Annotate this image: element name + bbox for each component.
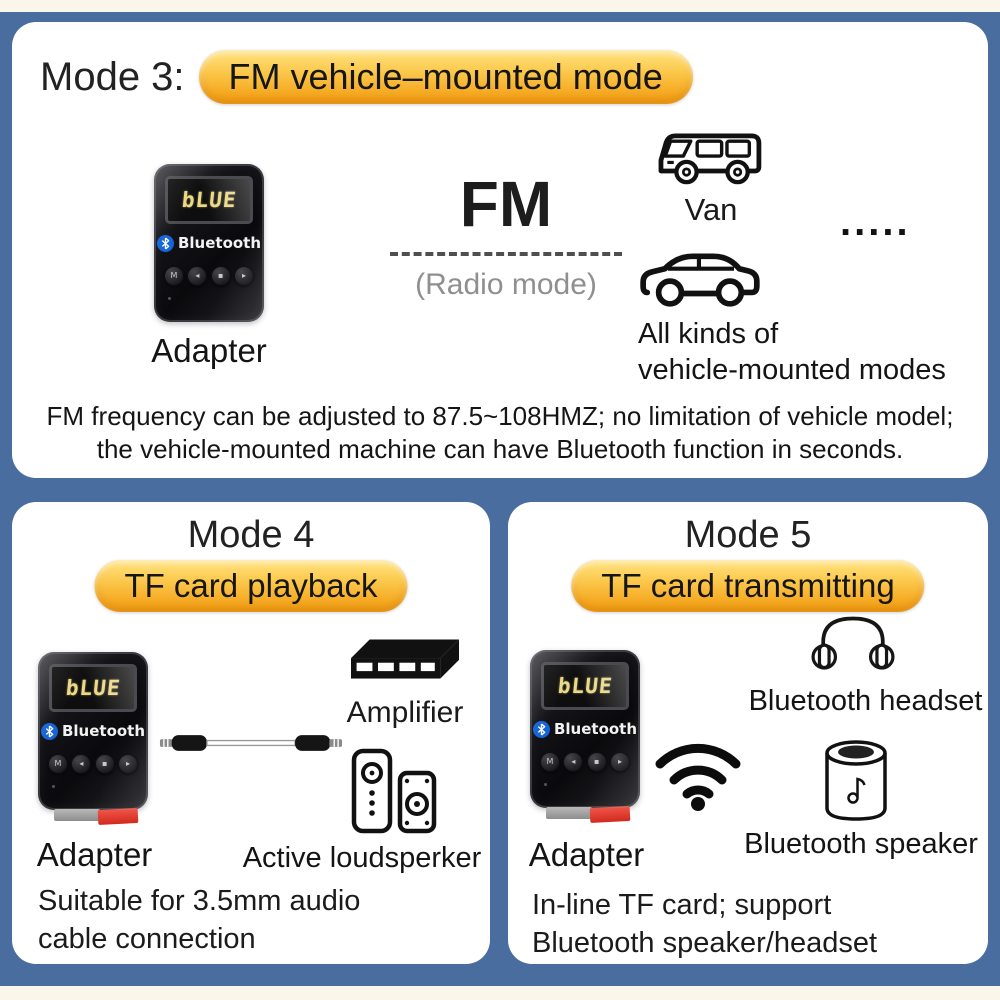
mode5-footer-line2: Bluetooth speaker/headset [532,927,878,959]
screen-glare [168,179,250,221]
play-button: ▪ [586,752,607,772]
device-screen: bLUE [541,662,629,710]
device-buttons: M ◂ ▪ ▸ [48,754,138,774]
mode3-pill: FM vehicle–mounted mode [198,50,693,104]
adapter-label: Adapter [528,836,645,873]
bluetooth-wordmark: Bluetooth [553,720,638,738]
screen-glare [52,667,134,709]
bluetooth-brand: Bluetooth [38,722,148,740]
bluetooth-icon [532,720,550,738]
mode3-footer-line1: FM frequency can be adjusted to 87.5~108… [46,401,954,431]
mode4-title: Mode 4 [187,514,315,556]
bluetooth-brand: Bluetooth [530,720,640,738]
mode5-panel: Mode 5 TF card transmitting Bluetooth he… [508,502,988,964]
adapter-device: bLUE Bluetooth M ◂ ▪ ▸ [38,652,148,826]
mode4-footer-line1: Suitable for 3.5mm audio [38,885,361,917]
mode4-footer-line2: cable connection [38,923,256,955]
tf-card [97,807,139,826]
amplifier-icon [330,632,480,686]
mode4-panel: Mode 4 TF card playback Amplifier bLUE [12,502,490,964]
amplifier-group: Amplifier [330,632,480,730]
adapter-device: bLUE Bluetooth M ◂ ▪ ▸ [530,650,640,824]
screen-glare [544,665,626,707]
mic-hole [52,785,55,788]
mode3-footer: FM frequency can be adjusted to 87.5~108… [12,400,988,466]
device-screen: bLUE [165,176,253,224]
fm-text: FM [459,168,553,240]
amplifier-label: Amplifier [346,696,464,729]
car-caption: All kinds of vehicle-mounted modes [638,316,946,388]
radio-mode-label: (Radio mode) [415,268,597,301]
mic-hole [544,783,547,786]
mode-button: M [164,266,184,286]
mode3-label: Mode 3: [40,54,185,99]
headset-icon [808,610,898,681]
loudspeaker-icon [348,747,448,840]
mic-hole [168,297,171,300]
play-button: ▪ [210,266,231,286]
adapter-device: bLUE Bluetooth M ◂ ▪ ▸ [154,164,264,322]
loudspeaker-label: Active loudsperker [242,842,482,874]
mode3-panel: Mode 3: FM vehicle–mounted mode bLUE Blu… [12,22,988,478]
mode3-title-row: Mode 3: FM vehicle–mounted mode [40,50,693,104]
van-group: Van [646,122,776,228]
tf-slot [546,807,592,819]
mode5-pill: TF card transmitting [571,560,925,612]
play-button: ▪ [94,754,115,774]
car-icon [636,240,766,316]
next-button: ▸ [609,752,630,772]
device-screen: bLUE [49,664,137,712]
bluetooth-wordmark: Bluetooth [61,722,146,740]
mode-button: M [540,752,560,772]
bluetooth-icon [156,234,174,252]
prev-button: ◂ [563,752,584,772]
tf-card [589,805,631,824]
bluetooth-brand: Bluetooth [154,234,264,252]
mode3-footer-line2: the vehicle-mounted machine can have Blu… [96,434,904,464]
car-caption-line1: All kinds of [638,318,779,350]
car-group [636,240,766,316]
prev-button: ◂ [187,266,208,286]
mode5-title: Mode 5 [684,514,812,556]
bluetooth-speaker-icon [820,738,892,829]
device-buttons: M ◂ ▪ ▸ [164,266,254,286]
dashed-divider [390,252,622,256]
next-button: ▸ [117,754,138,774]
adapter-label: Adapter [151,332,267,369]
adapter-label: Adapter [36,836,153,873]
aux-cable-icon [158,728,344,763]
wifi-icon [650,728,746,817]
tf-slot [54,809,100,821]
next-button: ▸ [233,266,254,286]
bluetooth-wordmark: Bluetooth [177,234,262,252]
mode5-footer-line1: In-line TF card; support [532,889,832,921]
mode4-footer: Suitable for 3.5mm audio cable connectio… [38,882,360,958]
bluetooth-speaker-label: Bluetooth speaker [744,828,978,860]
fm-block: FM (Radio mode) [390,172,622,302]
van-icon [646,122,776,188]
van-label: Van [684,192,738,227]
mode-button: M [48,754,68,774]
ellipsis-dots: ..... [840,200,911,244]
mode4-pill: TF card playback [94,560,408,612]
mode5-footer: In-line TF card; support Bluetooth speak… [532,886,877,962]
headset-label: Bluetooth headset [748,685,983,717]
prev-button: ◂ [71,754,92,774]
device-buttons: M ◂ ▪ ▸ [540,752,630,772]
bluetooth-icon [40,722,58,740]
car-caption-line2: vehicle-mounted modes [638,354,946,386]
